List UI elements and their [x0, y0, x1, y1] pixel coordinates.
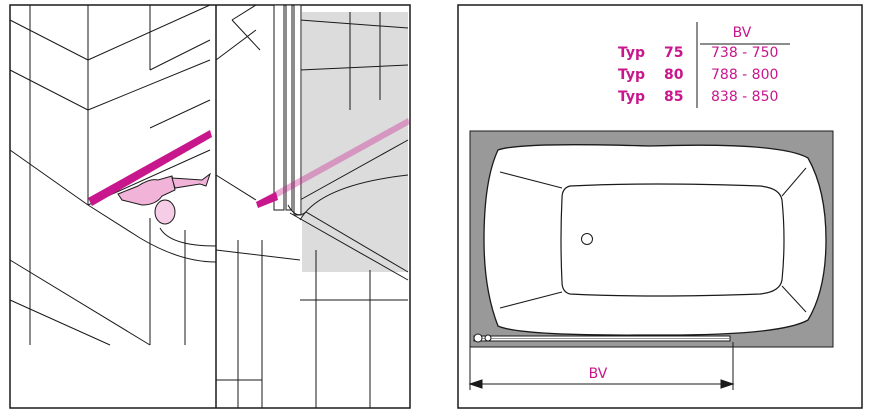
bv-dimension	[468, 342, 735, 390]
drain-icon	[581, 233, 593, 245]
row-0-label: Typ	[618, 45, 645, 61]
hinge-icon	[473, 333, 483, 343]
right-panel: BV Typ 75 738 - 750 Typ 80 788 - 800 Typ…	[457, 4, 863, 409]
bv-table: BV Typ 75 738 - 750 Typ 80 788 - 800 Typ…	[618, 22, 790, 108]
bathtub-contour-lines	[499, 167, 807, 313]
scene-shower-screen	[215, 4, 410, 408]
silicone-line-solid	[256, 192, 278, 208]
row-1-range: 788 - 800	[711, 67, 778, 83]
silicone-cartridge-icon	[117, 172, 211, 225]
row-0-type: 75	[664, 45, 683, 61]
row-2-label: Typ	[618, 89, 645, 105]
shower-rail	[473, 333, 731, 343]
scene-wall-silicone	[9, 4, 217, 346]
silicone-strip	[88, 130, 212, 206]
row-1-type: 80	[664, 67, 684, 83]
left-panel	[9, 4, 411, 409]
row-0-range: 738 - 750	[711, 45, 778, 61]
row-1-label: Typ	[618, 67, 645, 83]
bathtub-basin	[560, 183, 785, 297]
silicone-line-faint	[256, 118, 410, 208]
table-header-bv: BV	[733, 25, 752, 41]
row-2-range: 838 - 850	[711, 89, 778, 105]
shower-screen-profile-icon	[273, 4, 409, 281]
row-2-type: 85	[664, 89, 683, 105]
glass-panel	[302, 12, 408, 272]
dimension-label-bv: BV	[589, 366, 608, 382]
